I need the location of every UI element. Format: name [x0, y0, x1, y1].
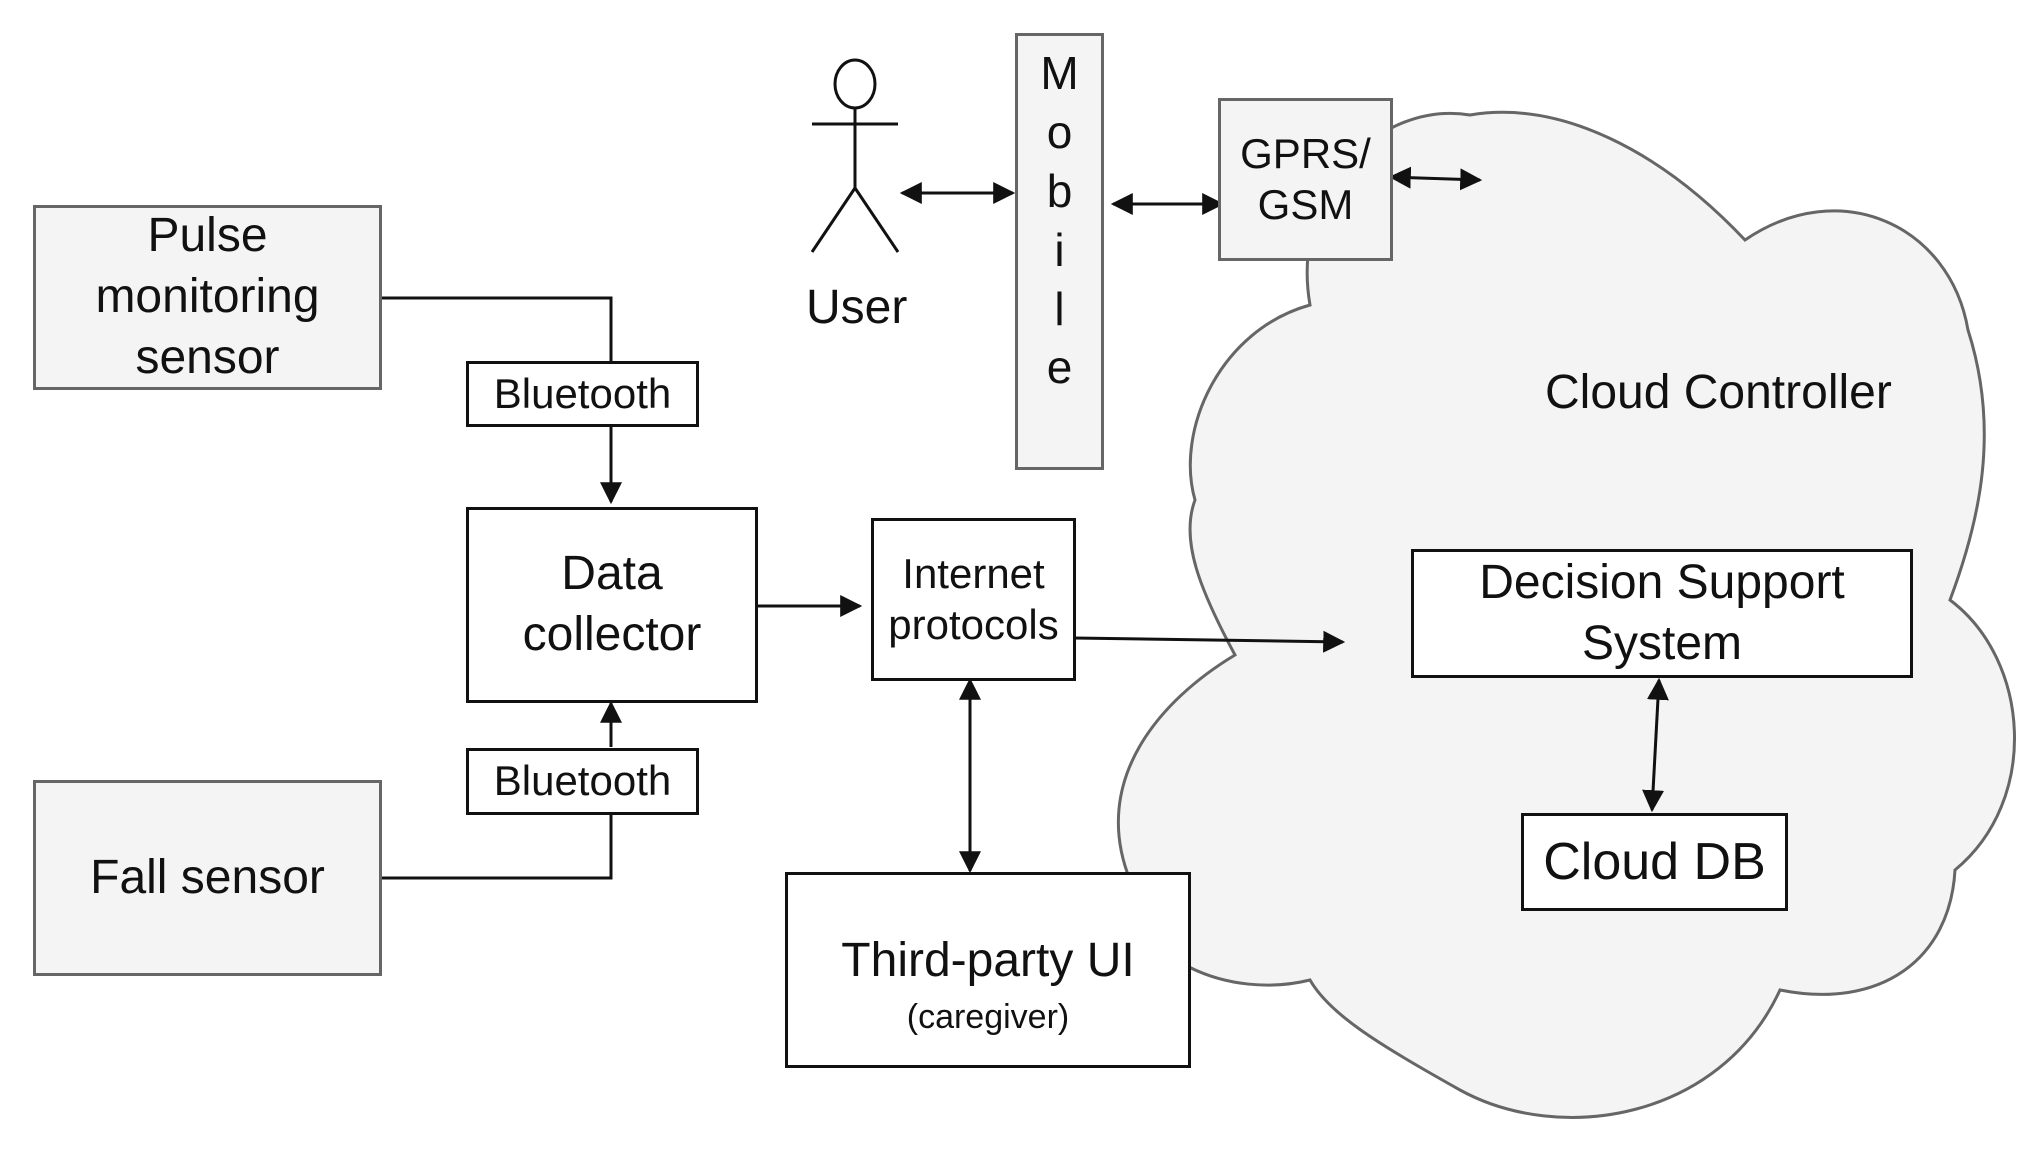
mobile-letter-5: l	[1054, 282, 1065, 335]
bluetooth-bottom-label: Bluetooth	[493, 757, 672, 805]
pulse-sensor-label-line2: monitoring	[95, 270, 320, 324]
data-collector-label-line2: collector	[522, 608, 702, 661]
gprs-gsm-box: GPRS/ GSM	[1218, 98, 1393, 261]
fall-sensor-box: Fall sensor	[33, 780, 382, 976]
pulse-sensor-label-line1: Pulse	[147, 209, 268, 263]
edge-internet-to-cloud	[1073, 630, 1346, 653]
user-actor-icon	[810, 58, 900, 253]
internet-protocols-box: Internet protocols	[871, 518, 1076, 681]
mobile-letter-3: b	[1046, 164, 1073, 217]
cloud-db-box: Cloud DB	[1521, 813, 1788, 911]
pulse-sensor-label-line3: sensor	[135, 330, 280, 384]
bluetooth-bottom-box: Bluetooth	[466, 748, 699, 815]
third-party-ui-box: Third-party UI (caregiver)	[785, 872, 1191, 1068]
data-collector-box: Data collector	[466, 507, 758, 703]
edge-fall-to-collector	[381, 815, 613, 880]
mobile-letter-6: e	[1046, 341, 1073, 394]
bluetooth-top-box: Bluetooth	[466, 361, 699, 427]
mobile-letter-4: i	[1054, 223, 1065, 276]
edge-gprs-cloud	[1388, 166, 1483, 191]
gprs-gsm-label-line2: GSM	[1257, 180, 1354, 228]
edge-dss-clouddb	[1642, 677, 1669, 813]
decision-support-label-line2: System	[1581, 616, 1743, 670]
mobile-letter-2: o	[1046, 105, 1073, 158]
third-party-ui-label: Third-party UI	[841, 934, 1135, 988]
internet-protocols-label-line2: protocols	[888, 600, 1059, 648]
cloud-db-label: Cloud DB	[1543, 833, 1766, 891]
mobile-letter-1: M	[1040, 47, 1079, 99]
cloud-controller-label: Cloud Controller	[1545, 366, 1892, 419]
data-collector-label-line1: Data	[561, 547, 663, 601]
internet-protocols-label-line1: Internet	[902, 550, 1045, 598]
edge-pulse-to-collector	[381, 296, 613, 361]
pulse-sensor-box: Pulse monitoring sensor	[33, 205, 382, 390]
user-label: User	[806, 281, 908, 334]
bluetooth-top-label: Bluetooth	[493, 369, 672, 417]
decision-support-label-line1: Decision Support	[1479, 555, 1845, 609]
third-party-ui-sublabel: (caregiver)	[906, 997, 1070, 1036]
mobile-box: M o b i l e	[1015, 33, 1104, 470]
gprs-gsm-label-line1: GPRS/	[1240, 130, 1371, 178]
fall-sensor-label: Fall sensor	[90, 850, 325, 904]
decision-support-box: Decision Support System	[1411, 549, 1913, 678]
